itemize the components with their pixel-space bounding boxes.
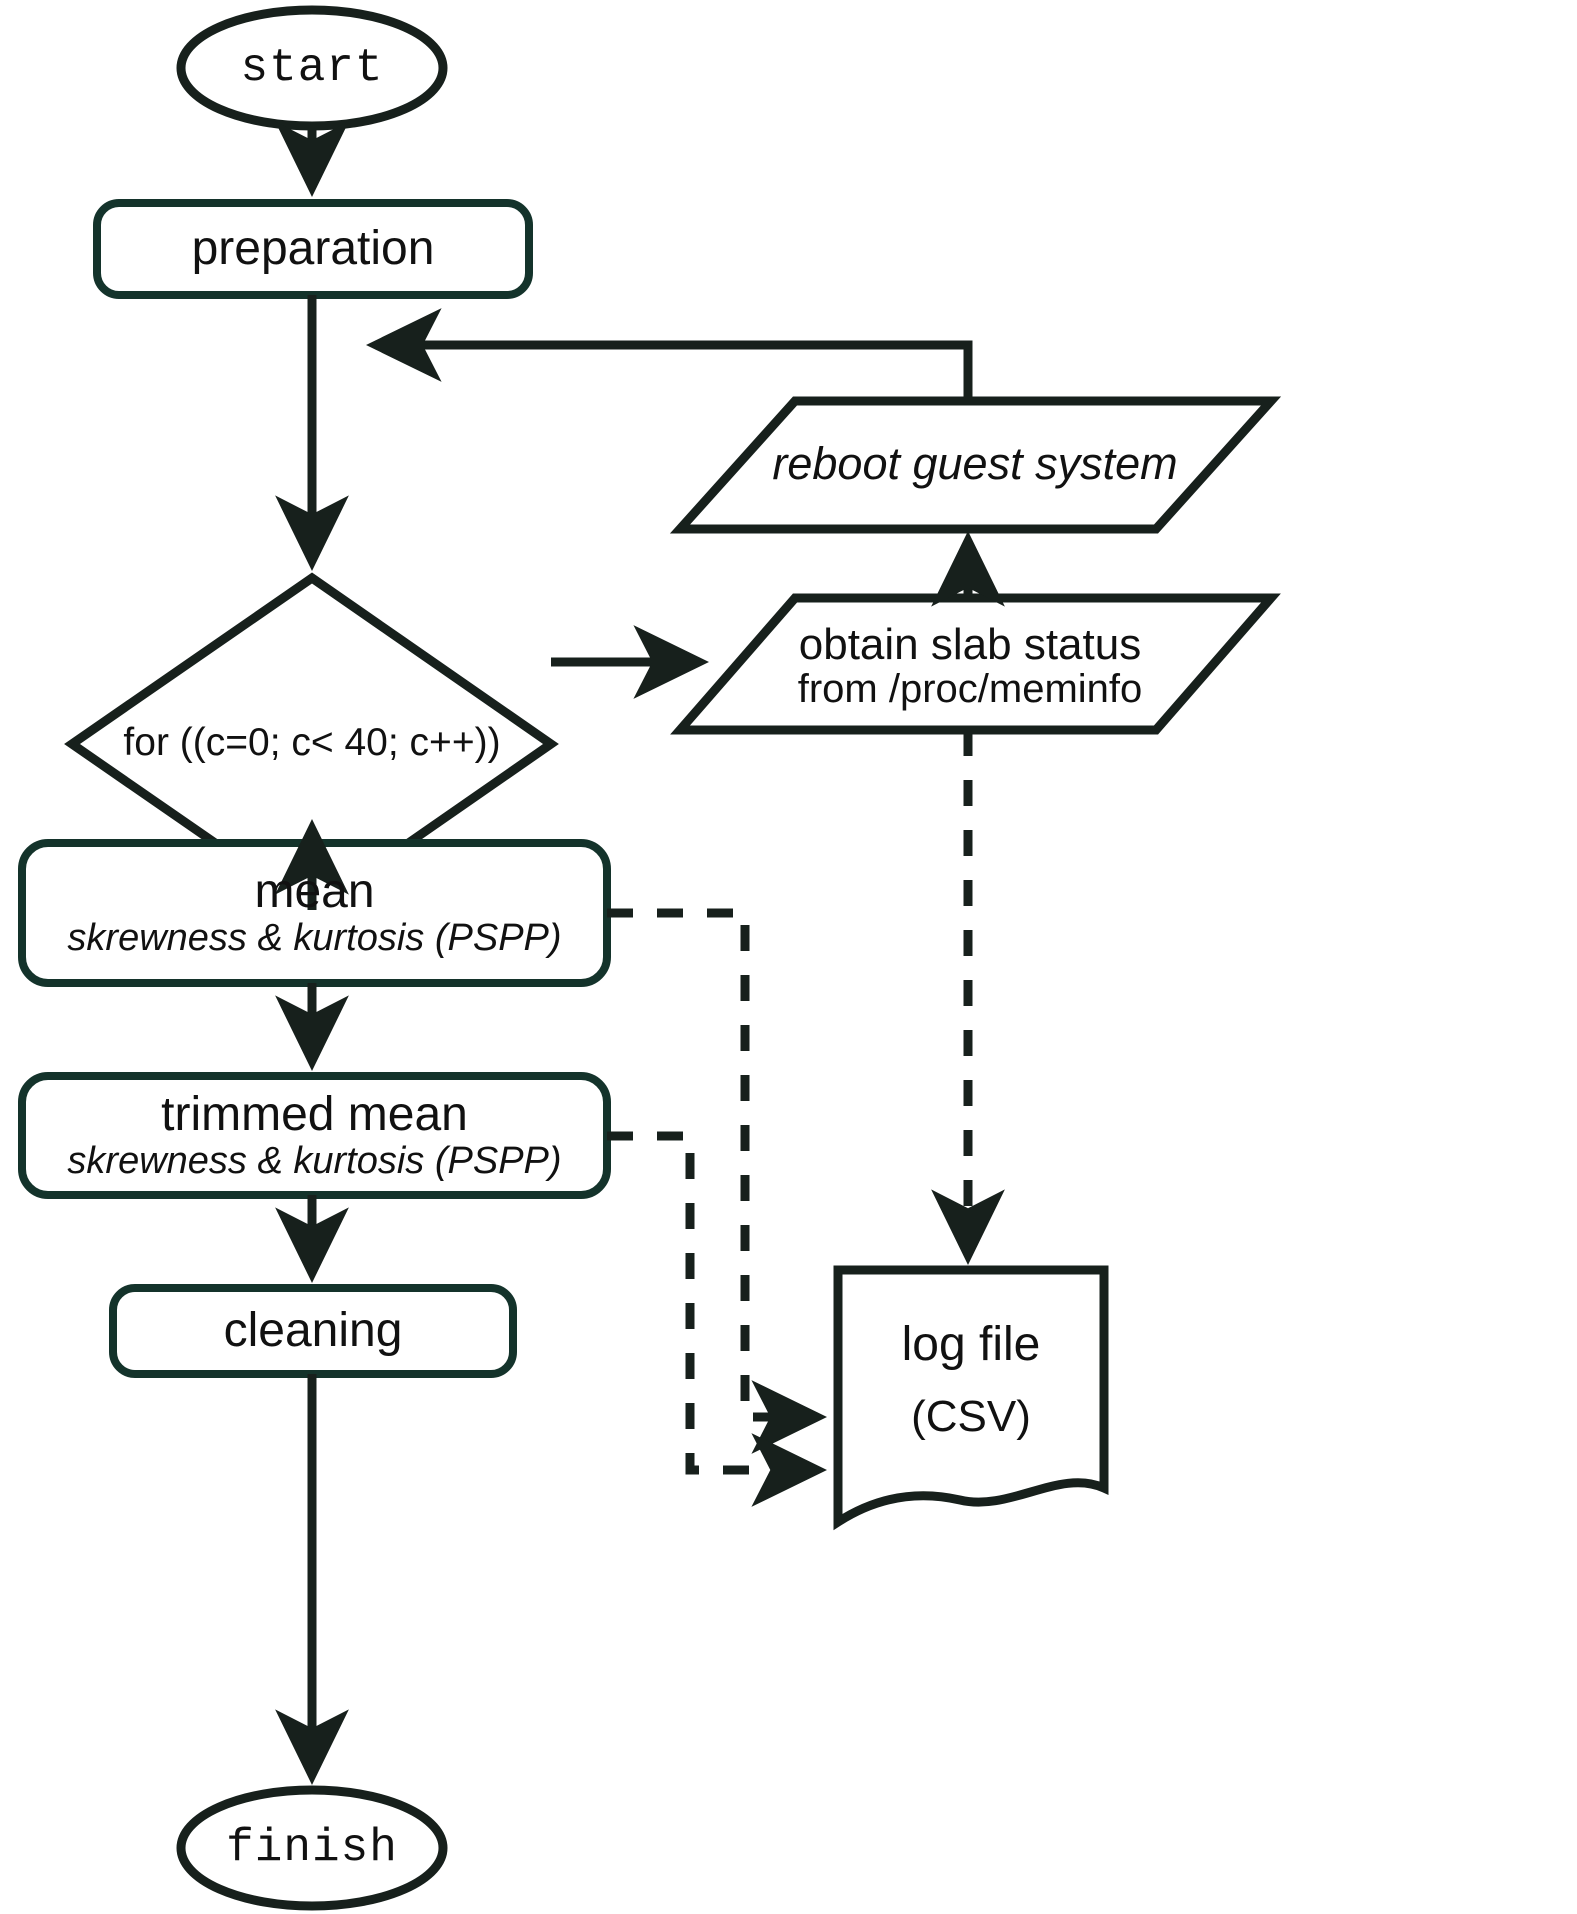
preparation-label: preparation bbox=[191, 222, 435, 276]
finish-label: finish bbox=[226, 1822, 398, 1874]
trimmed-mean-label: trimmed mean bbox=[161, 1088, 468, 1142]
trimmed-mean-sublabel: skrewness & kurtosis (PSPP) bbox=[67, 1140, 562, 1183]
logfile-sublabel: (CSV) bbox=[911, 1392, 1031, 1442]
obtain-label-line1: obtain slab status bbox=[798, 619, 1142, 669]
loop-label: for ((c=0; c< 40; c++)) bbox=[123, 720, 501, 764]
obtain-node[interactable]: obtain slab status from /proc/meminfo bbox=[720, 620, 1220, 712]
reboot-label: reboot guest system bbox=[772, 438, 1178, 490]
trimmed-mean-node[interactable]: trimmed mean skrewness & kurtosis (PSPP) bbox=[22, 1084, 607, 1188]
reboot-node-shape bbox=[669, 396, 1282, 534]
logfile-node-shape bbox=[833, 1265, 1109, 1531]
loop-decision-node[interactable]: for ((c=0; c< 40; c++)) bbox=[112, 714, 512, 772]
mean-sublabel: skrewness & kurtosis (PSPP) bbox=[67, 917, 562, 960]
reboot-node[interactable]: reboot guest system bbox=[730, 433, 1220, 495]
preparation-node[interactable]: preparation bbox=[97, 207, 529, 291]
obtain-label-line2: from /proc/meminfo bbox=[797, 667, 1143, 712]
mean-node[interactable]: mean skrewness & kurtosis (PSPP) bbox=[22, 858, 607, 968]
mean-label: mean bbox=[254, 865, 375, 919]
cleaning-node[interactable]: cleaning bbox=[113, 1292, 513, 1370]
edge-mean-to-logfile-dashed bbox=[607, 908, 828, 1454]
start-node[interactable]: start bbox=[181, 30, 443, 106]
logfile-label: log file bbox=[901, 1318, 1041, 1372]
finish-node-shape bbox=[176, 1785, 448, 1911]
obtain-node-shape bbox=[670, 593, 1281, 735]
logfile-node[interactable]: log file (CSV) bbox=[838, 1300, 1104, 1460]
finish-node[interactable]: finish bbox=[181, 1810, 443, 1886]
start-label: start bbox=[240, 42, 384, 94]
edge-reboot-feedback-to-preparation bbox=[365, 308, 973, 401]
edge-trimmed-mean-to-logfile-dashed bbox=[607, 1131, 828, 1507]
cleaning-label: cleaning bbox=[223, 1304, 403, 1358]
